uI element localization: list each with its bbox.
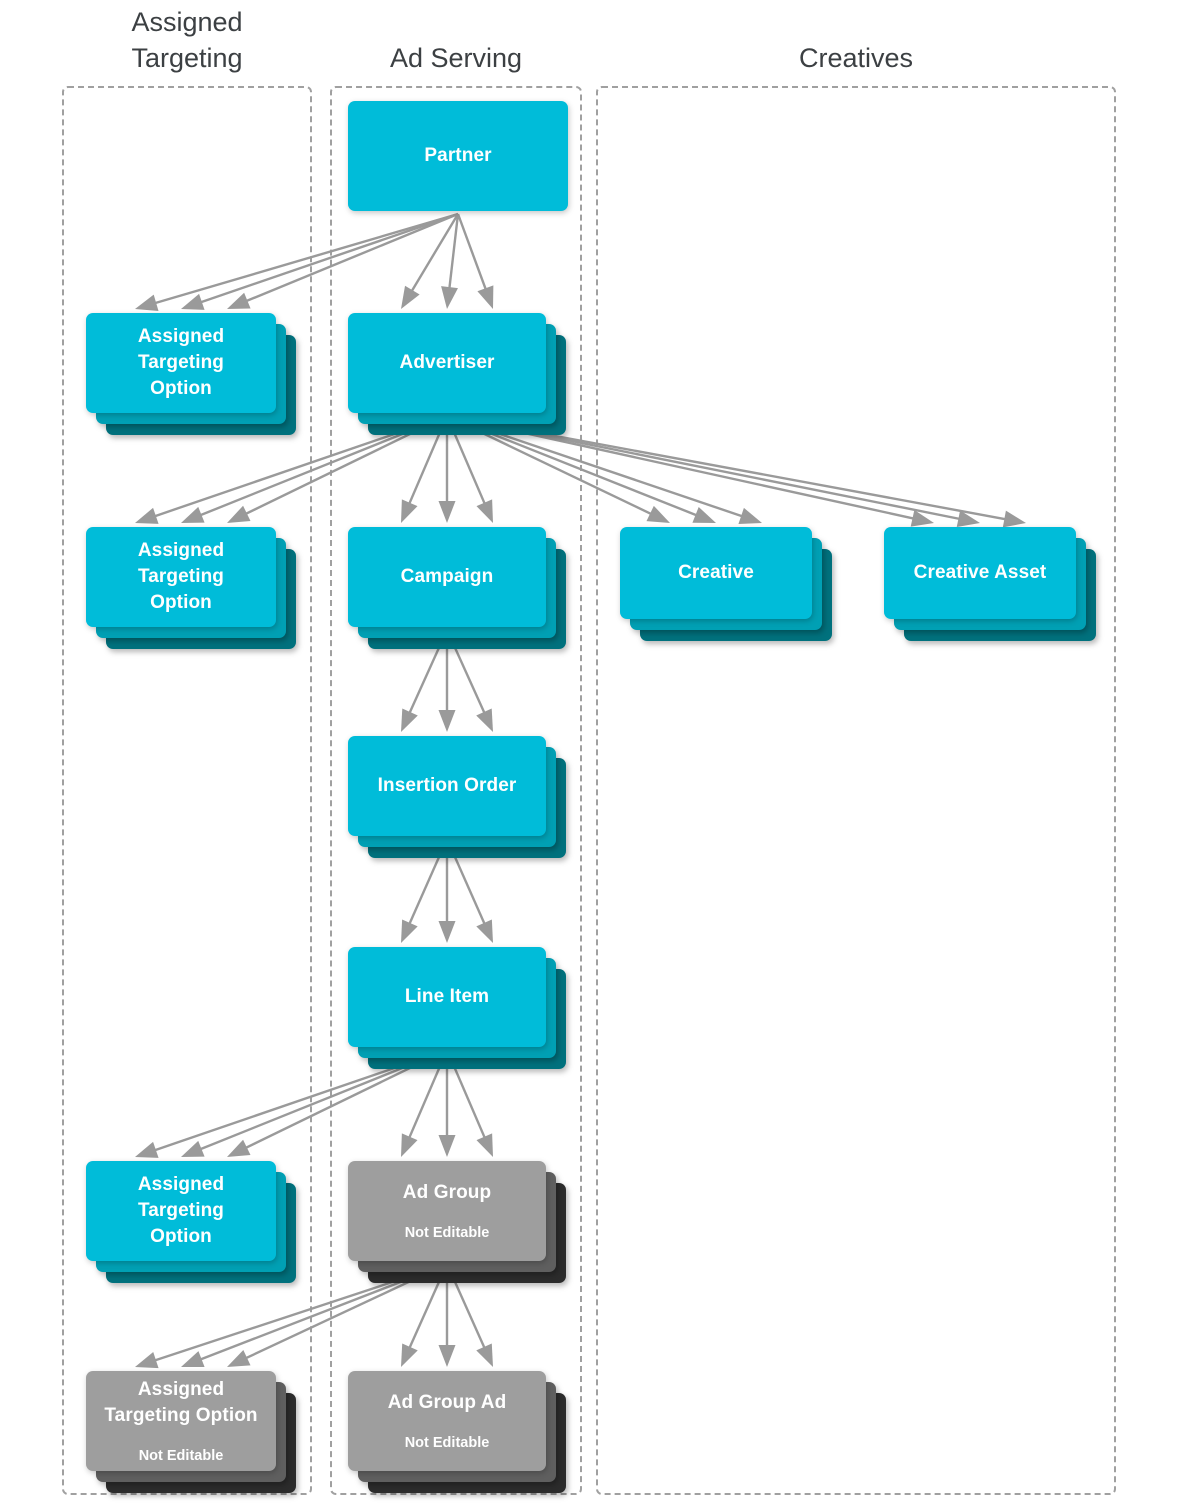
column-title-creatives: Creatives [798, 43, 914, 73]
node-line-item[interactable]: Line Item [348, 947, 566, 1069]
node-partner-face[interactable]: Partner [348, 101, 568, 211]
column-title-assigned-targeting: Assigned Targeting [131, 7, 243, 73]
column-title-ad-serving: Ad Serving [389, 43, 523, 73]
node-line-item-label: Line Item [404, 986, 490, 1007]
node-partner-label: Partner [424, 145, 492, 166]
node-ad-group-ad-editability-note: Not Editable [404, 1435, 490, 1451]
group-container-assigned-targeting [62, 86, 312, 1495]
node-creative-asset[interactable]: Creative Asset [884, 527, 1096, 641]
node-campaign-label: Campaign [400, 566, 494, 587]
node-insertion-order-face[interactable]: Insertion Order [348, 736, 546, 836]
node-creative[interactable]: Creative [620, 527, 832, 641]
node-campaign-face[interactable]: Campaign [348, 527, 546, 627]
node-ad-group-ad[interactable]: Ad Group Ad Not Editable [348, 1371, 566, 1493]
node-partner[interactable]: Partner [348, 101, 568, 211]
node-line-item-face[interactable]: Line Item [348, 947, 546, 1047]
node-ato-ad-group-editability-note: Not Editable [138, 1448, 224, 1464]
node-ad-group-ad-face[interactable]: Ad Group Ad Not Editable [348, 1371, 546, 1471]
node-ad-group-label: Ad Group [402, 1182, 492, 1203]
node-advertiser-label: Advertiser [399, 352, 495, 373]
node-ad-group-editability-note: Not Editable [404, 1225, 490, 1241]
node-insertion-order-label: Insertion Order [377, 775, 517, 796]
node-advertiser-face[interactable]: Advertiser [348, 313, 546, 413]
node-campaign[interactable]: Campaign [348, 527, 566, 649]
node-creative-asset-face[interactable]: Creative Asset [884, 527, 1076, 619]
node-creative-asset-label: Creative Asset [913, 562, 1047, 583]
node-creative-face[interactable]: Creative [620, 527, 812, 619]
group-container-ad-serving [330, 86, 582, 1495]
node-insertion-order[interactable]: Insertion Order [348, 736, 566, 858]
node-creative-label: Creative [678, 562, 754, 583]
node-advertiser[interactable]: Advertiser [348, 313, 566, 435]
group-container-creatives [596, 86, 1116, 1495]
node-ad-group-ad-label: Ad Group Ad [387, 1392, 507, 1413]
